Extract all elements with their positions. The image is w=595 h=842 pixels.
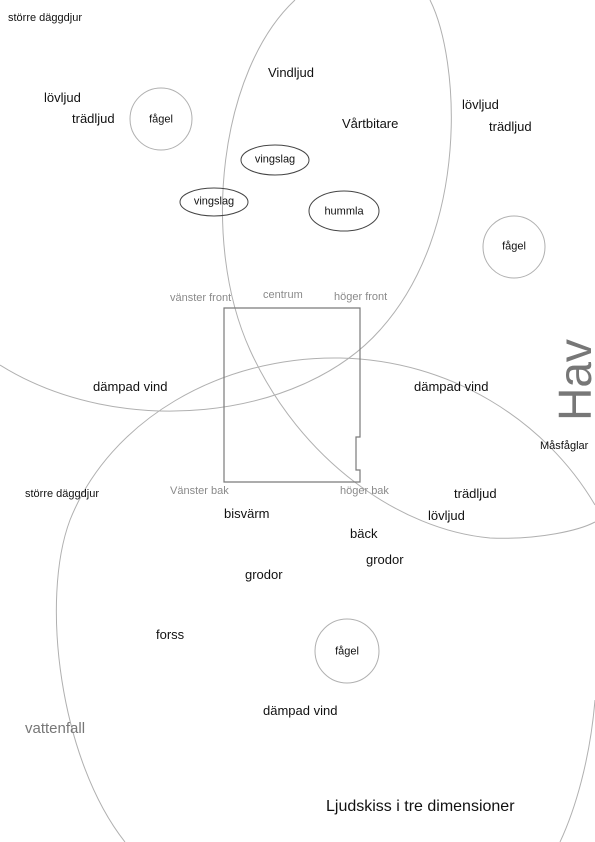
listening-box [223,307,361,483]
label-centrum: centrum [263,289,303,301]
label-vingslag-2: vingslag [193,195,235,208]
label-hoger-bak: höger bak [340,485,389,497]
label-grodor-left: grodor [245,567,283,582]
arc-upper-left [0,0,452,412]
label-dampad-vind-left: dämpad vind [93,379,168,394]
label-masfaglar: Måsfåglar [540,440,589,452]
hummla-ellipse [308,190,380,232]
page-title: Ljudskiss i tre dimensioner [326,798,515,815]
side-label-hav: Hav [549,339,595,421]
label-vattenfall: vattenfall [25,720,86,737]
label-lovljud-right: lövljud [462,97,499,112]
label-lovljud-left: lövljud [44,90,81,105]
label-hummla: hummla [324,205,364,218]
label-fagel-bottom: fågel [335,645,359,658]
label-hoger-front: höger front [334,291,388,303]
label-bisvarm: bisvärm [224,506,270,521]
label-vanster-front: vänster front [170,292,232,304]
arc-lower-right [559,699,595,842]
label-dampad-vind-bottom: dämpad vind [263,703,338,718]
label-tradljud-lower: trädljud [454,486,497,501]
label-tradljud-left: trädljud [72,111,115,126]
label-vindljud: Vindljud [268,65,315,80]
label-forss: forss [156,627,185,642]
label-storre-daggdjur-mid: större däggdjur [25,488,99,500]
fagel-circle-bottom [314,618,380,684]
label-vartbitare: Vårtbitare [342,116,399,131]
label-lovljud-lower: lövljud [428,508,465,523]
label-back: bäck [350,526,378,541]
label-grodor-right: grodor [366,552,404,567]
arc-upper-right [222,0,595,539]
fagel-circle-top [129,87,193,151]
vingslag-ellipse-1 [240,144,310,176]
arc-lower [55,357,595,842]
label-fagel-right: fågel [502,240,526,253]
label-tradljud-right: trädljud [489,119,532,134]
label-vingslag-1: vingslag [254,153,296,166]
label-fagel-top: fågel [149,113,173,126]
label-storre-daggdjur-top: större däggdjur [8,12,82,24]
label-vanster-bak: Vänster bak [170,485,229,497]
vingslag-ellipse-2 [179,187,249,217]
fagel-circle-right [482,215,546,279]
label-dampad-vind-right: dämpad vind [414,379,489,394]
